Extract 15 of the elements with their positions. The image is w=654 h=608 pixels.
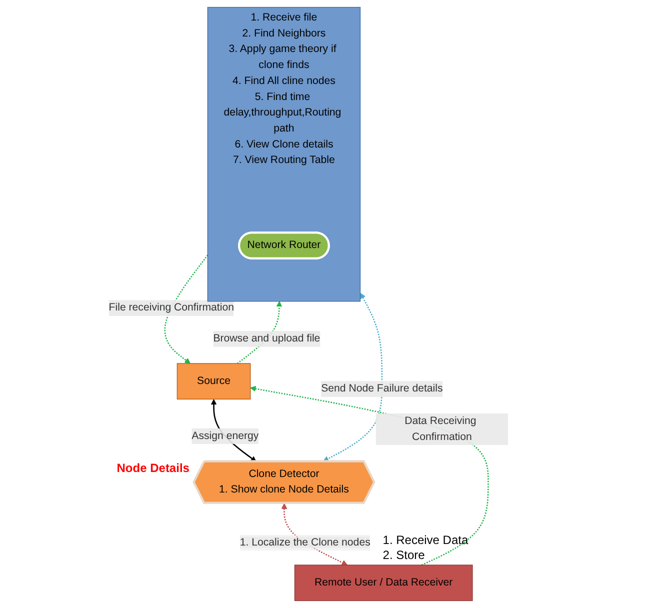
edge-label: Assign energy bbox=[191, 430, 258, 442]
node-note: Node Details bbox=[116, 461, 190, 476]
node-note: 2. Store bbox=[382, 548, 426, 563]
node-box: Remote User / Data Receiver bbox=[294, 564, 472, 602]
edge-label: File receiving Confirmation bbox=[108, 302, 234, 314]
edge-label: Send Node Failure details bbox=[320, 383, 442, 394]
edge-label: Browse and upload file bbox=[212, 332, 320, 344]
edge-label: 1. Localize the Clone nodes bbox=[240, 536, 370, 548]
arrow bbox=[322, 292, 382, 462]
arrow bbox=[281, 503, 348, 566]
arrow bbox=[164, 254, 208, 364]
node-note: 1. Receive Data bbox=[382, 533, 468, 548]
edge-label: Data Receiving Confirmation bbox=[404, 415, 476, 442]
node-box: Source bbox=[176, 363, 250, 400]
arrow bbox=[250, 386, 489, 566]
